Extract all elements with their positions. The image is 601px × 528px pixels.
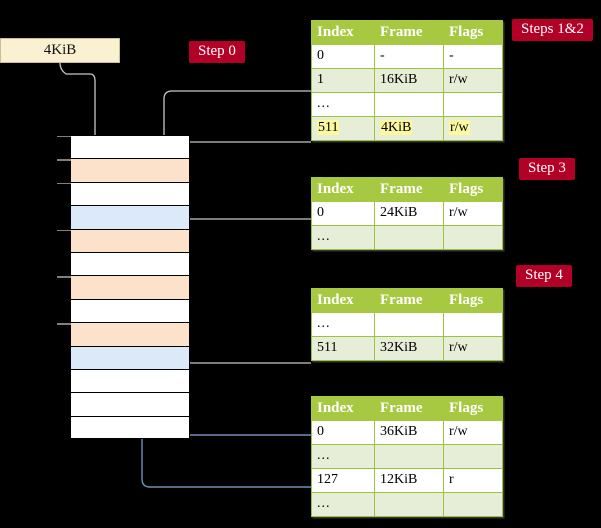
column-header-flags: Flags [443,20,503,45]
block-tick-mark [57,229,71,231]
cell-flags: r [443,468,503,493]
badge-step-4: Step 4 [516,265,572,287]
badge-step-0: Step 0 [189,41,245,63]
cell-flags [443,225,503,250]
memory-block-8 [57,322,190,346]
cell-index: 127 [311,468,375,493]
cell-frame [374,444,444,469]
cell-frame: 16KiB [374,68,444,93]
cell-flags: - [443,44,503,69]
cell-flags: r/w [443,336,503,361]
cell-frame: 32KiB [374,336,444,361]
memory-block-1 [57,158,190,182]
memory-block-7 [70,298,190,323]
cell-frame: 4KiB [374,116,444,141]
cell-index: ... [311,492,375,517]
memory-block-2 [57,181,190,206]
column-header-index: Index [311,396,375,421]
cell-frame [374,492,444,517]
cell-frame: 24KiB [374,201,444,226]
cell-index: ... [311,92,375,117]
column-header-index: Index [311,20,375,45]
cell-index: 511 [311,336,375,361]
memory-block-0 [57,135,190,159]
badge-steps-1-2: Steps 1&2 [512,19,593,41]
cell-frame [374,225,444,250]
cell-flags: r/w [443,420,503,445]
cell-flags [443,492,503,517]
block-tick-mark [57,182,71,185]
cell-index: 0 [311,44,375,69]
cell-frame [374,92,444,117]
block-tick-mark [57,159,71,161]
memory-block-4 [57,228,190,252]
cell-flags: r/w [443,68,503,93]
column-header-index: Index [311,288,375,313]
table-row: ... [311,444,503,469]
memory-block-3 [70,205,190,229]
block-tick-mark [57,323,71,325]
memory-block-6 [57,275,190,299]
cell-index: 511 [311,116,375,141]
column-header-frame: Frame [374,396,444,421]
column-header-frame: Frame [374,20,444,45]
table-row: ... [311,312,503,337]
cell-index: ... [311,444,375,469]
badge-step-3: Step 3 [519,158,575,180]
cell-frame: 12KiB [374,468,444,493]
cell-flags [443,312,503,337]
table-row: ... [311,92,503,117]
column-header-flags: Flags [443,396,503,421]
column-header-index: Index [311,177,375,202]
cell-index: 1 [311,68,375,93]
memory-block-12 [70,415,190,440]
cell-index: ... [311,312,375,337]
memory-block-5 [70,252,190,276]
cell-flags: r/w [443,116,503,141]
table-row: ... [311,492,503,517]
memory-size-label: 4KiB [0,38,120,63]
table-row: 0-- [311,44,503,69]
cell-frame: - [374,44,444,69]
cell-frame: 36KiB [374,420,444,445]
block-tick-mark [57,276,71,278]
memory-block-9 [70,345,190,369]
cell-frame [374,312,444,337]
column-header-frame: Frame [374,177,444,202]
cell-flags [443,92,503,117]
table-row: ... [311,225,503,250]
memory-block-10 [70,369,190,393]
cell-flags: r/w [443,201,503,226]
cell-index: 0 [311,420,375,445]
cell-index: 0 [311,201,375,226]
block-tick-mark [57,136,71,138]
memory-block-11 [70,392,190,416]
cell-flags [443,444,503,469]
column-header-flags: Flags [443,177,503,202]
cell-index: ... [311,225,375,250]
column-header-flags: Flags [443,288,503,313]
column-header-frame: Frame [374,288,444,313]
